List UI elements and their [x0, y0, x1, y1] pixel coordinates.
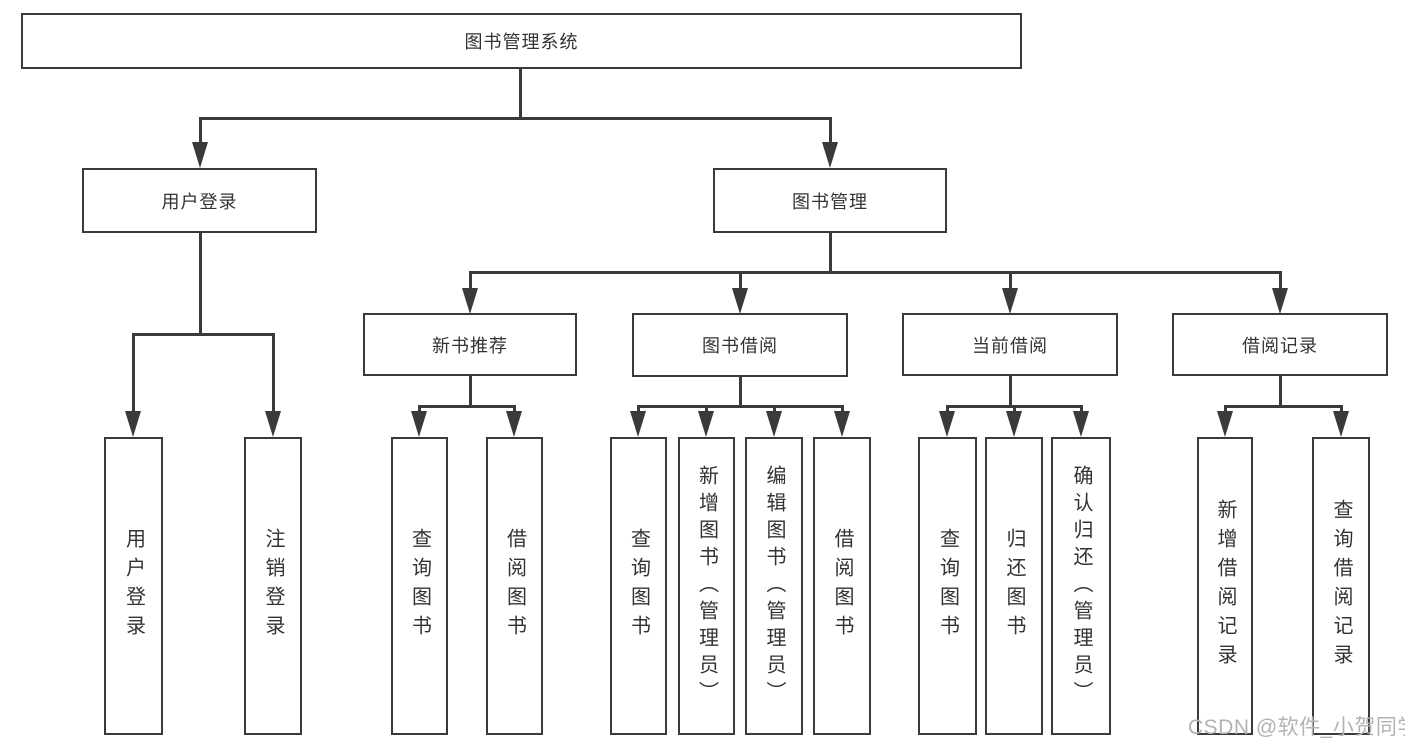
- leaf-query-book-borrow: 查询图书: [610, 437, 667, 735]
- node-label: 用户登录: [122, 528, 145, 644]
- connector-line: [841, 405, 844, 414]
- connector-line: [637, 405, 844, 408]
- node-label: 查询图书: [408, 528, 431, 644]
- node-label: 新书推荐: [432, 335, 508, 356]
- connector-line: [1080, 405, 1083, 414]
- leaf-borrow-book: 借阅图书: [813, 437, 871, 735]
- leaf-add-borrow-record: 新增借阅记录: [1197, 437, 1253, 735]
- connector-line: [739, 377, 742, 407]
- connector-line: [1009, 271, 1012, 291]
- connector-line: [829, 117, 832, 145]
- arrow-down-icon: [698, 411, 714, 437]
- node-label: 编辑图书（管理员）: [763, 464, 785, 708]
- node-label: 新增图书（管理员）: [695, 464, 718, 708]
- node-label: 查询借阅记录: [1330, 499, 1352, 673]
- connector-line: [1224, 405, 1227, 414]
- leaf-add-book-admin: 新增图书（管理员）: [678, 437, 735, 735]
- arrow-down-icon: [822, 142, 838, 168]
- node-label: 借阅记录: [1242, 335, 1318, 356]
- connector-line: [829, 233, 832, 274]
- leaf-confirm-return-admin: 确认归还（管理员）: [1051, 437, 1111, 735]
- node-label: 图书管理: [792, 191, 868, 212]
- arrow-down-icon: [506, 411, 522, 437]
- connector-line: [1340, 405, 1343, 414]
- leaf-query-book-current: 查询图书: [918, 437, 977, 735]
- connector-line: [199, 117, 831, 120]
- connector-line: [132, 333, 135, 413]
- arrow-down-icon: [1217, 411, 1233, 437]
- arrow-down-icon: [192, 142, 208, 168]
- connector-line: [637, 405, 640, 414]
- connector-line: [418, 405, 421, 414]
- node-book-management: 图书管理: [713, 168, 947, 233]
- connector-line: [1009, 376, 1012, 407]
- node-label: 查询图书: [627, 528, 650, 644]
- arrow-down-icon: [1002, 288, 1018, 314]
- arrow-down-icon: [939, 411, 955, 437]
- leaf-edit-book-admin: 编辑图书（管理员）: [745, 437, 803, 735]
- arrow-down-icon: [766, 411, 782, 437]
- connector-line: [739, 271, 742, 291]
- arrow-down-icon: [834, 411, 850, 437]
- node-label: 借阅图书: [831, 528, 853, 644]
- node-label: 用户登录: [161, 191, 238, 212]
- csdn-watermark: CSDN @软件_小贺同学: [1188, 716, 1405, 739]
- leaf-return-book: 归还图书: [985, 437, 1043, 735]
- connector-line: [272, 333, 275, 413]
- node-label: 图书借阅: [702, 336, 778, 356]
- connector-line: [513, 405, 516, 414]
- connector-line: [132, 333, 275, 336]
- connector-line: [519, 69, 522, 118]
- node-book-borrow: 图书借阅: [632, 313, 848, 377]
- arrow-down-icon: [630, 411, 646, 437]
- connector-line: [1279, 376, 1282, 407]
- node-user-login-branch: 用户登录: [82, 168, 317, 233]
- connector-line: [705, 405, 708, 414]
- connector-line: [773, 405, 776, 414]
- leaf-logout: 注销登录: [244, 437, 302, 735]
- arrow-down-icon: [1073, 411, 1089, 437]
- arrow-down-icon: [732, 288, 748, 314]
- node-label: 图书管理系统: [464, 32, 579, 52]
- connector-line: [418, 405, 516, 408]
- leaf-query-borrow-record: 查询借阅记录: [1312, 437, 1370, 735]
- node-label: 归还图书: [1003, 528, 1025, 644]
- connector-line: [469, 376, 472, 407]
- node-label: 查询图书: [936, 528, 959, 644]
- node-library-management-system: 图书管理系统: [21, 13, 1022, 69]
- arrow-down-icon: [1006, 411, 1022, 437]
- connector-line: [469, 271, 472, 291]
- leaf-borrow-book-recommend: 借阅图书: [486, 437, 543, 735]
- connector-line: [199, 233, 202, 335]
- connector-line: [199, 117, 202, 145]
- arrow-down-icon: [265, 411, 281, 437]
- connector-line: [946, 405, 949, 414]
- node-label: 注销登录: [262, 528, 284, 644]
- node-new-book-recommend: 新书推荐: [363, 313, 577, 376]
- arrow-down-icon: [125, 411, 141, 437]
- node-current-borrow: 当前借阅: [902, 313, 1118, 376]
- arrow-down-icon: [1272, 288, 1288, 314]
- leaf-user-login: 用户登录: [104, 437, 163, 735]
- connector-line: [1279, 271, 1282, 291]
- leaf-query-book-recommend: 查询图书: [391, 437, 448, 735]
- node-label: 新增借阅记录: [1214, 499, 1236, 673]
- node-borrow-record: 借阅记录: [1172, 313, 1388, 376]
- connector-line: [1013, 405, 1016, 414]
- connector-line: [1224, 405, 1342, 408]
- arrow-down-icon: [1333, 411, 1349, 437]
- node-label: 确认归还（管理员）: [1070, 464, 1092, 708]
- arrow-down-icon: [462, 288, 478, 314]
- connector-line: [469, 271, 1282, 274]
- node-label: 当前借阅: [972, 335, 1048, 356]
- arrow-down-icon: [411, 411, 427, 437]
- node-label: 借阅图书: [503, 528, 526, 644]
